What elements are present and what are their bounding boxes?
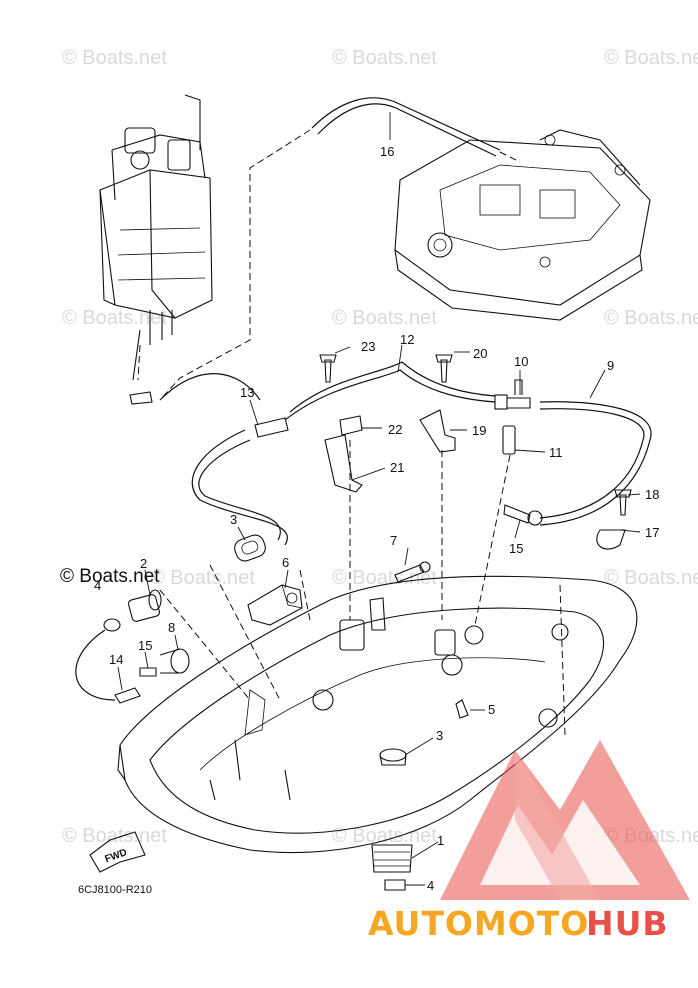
- watermark: © Boats.net: [332, 307, 437, 329]
- callout-1: 1: [437, 833, 444, 848]
- callout-20: 20: [473, 346, 487, 361]
- watermark: © Boats.net: [62, 825, 167, 847]
- callout-19: 19: [472, 423, 486, 438]
- brand-part2: HUB: [586, 904, 669, 943]
- callout-8: 8: [168, 620, 175, 635]
- small-parts: [75, 354, 632, 891]
- callout-5: 5: [488, 702, 495, 717]
- callout-3: 3: [436, 728, 443, 743]
- callout-11: 11: [549, 445, 563, 460]
- watermark: © Boats.net: [62, 307, 167, 329]
- callout-3: 3: [230, 512, 237, 527]
- callout-13: 13: [240, 385, 254, 400]
- callout-15: 15: [509, 541, 523, 556]
- fwd-label: FWD: [103, 847, 128, 865]
- callout-23: 23: [361, 339, 375, 354]
- watermark: © Boats.net: [62, 47, 167, 69]
- callout-4: 4: [94, 578, 101, 593]
- hose-16: [159, 97, 521, 401]
- bottom-cowling-drawing: [117, 575, 638, 854]
- callout-6: 6: [282, 555, 289, 570]
- callout-7: 7: [390, 533, 397, 548]
- watermark-bold: © Boats.net: [60, 566, 160, 587]
- callout-21: 21: [390, 460, 404, 475]
- automotohub-logo: AUTOMOTO HUB: [368, 740, 690, 943]
- watermark: © Boats.net: [332, 47, 437, 69]
- watermark: © Boats.net: [604, 567, 698, 589]
- callout-10: 10: [514, 354, 528, 369]
- callout-14: 14: [109, 652, 123, 667]
- callout-4: 4: [427, 878, 434, 893]
- diagram-code: 6CJ8100-R210: [78, 884, 152, 896]
- watermark: © Boats.net: [604, 47, 698, 69]
- watermark: © Boats.net: [332, 567, 437, 589]
- fuel-module-drawing: [99, 94, 213, 405]
- hose-assembly: [159, 361, 652, 546]
- callout-9: 9: [607, 358, 614, 373]
- callout-15: 15: [138, 638, 152, 653]
- callout-2: 2: [140, 556, 147, 571]
- callout-18: 18: [645, 487, 659, 502]
- watermark: © Boats.net: [332, 825, 437, 847]
- callout-12: 12: [400, 332, 414, 347]
- brand-part1: AUTOMOTO: [368, 904, 589, 943]
- watermark-layer: © Boats.net © Boats.net © Boats.net © Bo…: [60, 47, 698, 847]
- callout-16: 16: [380, 144, 394, 159]
- watermark: © Boats.net: [150, 567, 255, 589]
- callout-22: 22: [388, 422, 402, 437]
- callout-layer: 1 2 3 3 4 4 5 6 7 8 9 10 11 12 13 14 15 …: [94, 144, 659, 893]
- callout-17: 17: [645, 525, 659, 540]
- leader-lines: [117, 112, 641, 886]
- watermark: © Boats.net: [604, 307, 698, 329]
- mount-plate-drawing: [394, 129, 651, 321]
